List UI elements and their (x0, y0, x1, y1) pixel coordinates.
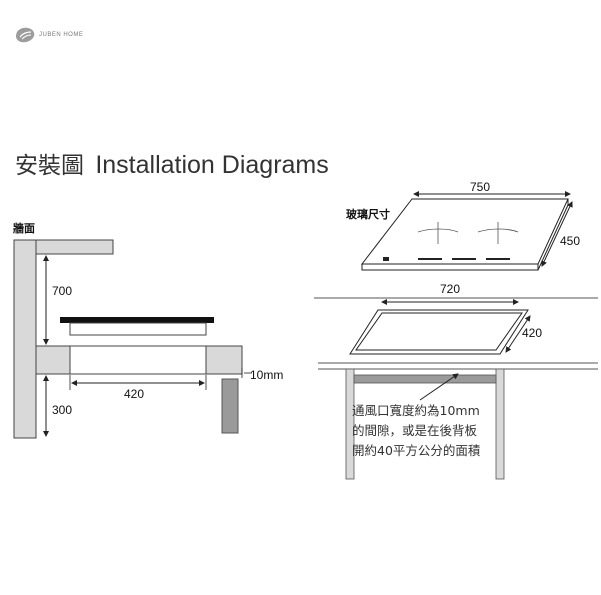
wall (13, 239, 37, 439)
cabinet-back-rail (353, 374, 497, 384)
back-panel (221, 378, 239, 434)
dim-300-label: 300 (52, 403, 73, 417)
cabinet-right-post (495, 368, 505, 480)
glass-panel-top (360, 198, 569, 265)
ventilation-note: 通風口寬度約為10mm 的間隙，或是在後背板 開約40平方公分的面積 (352, 401, 502, 461)
dim-420-top-line (505, 315, 531, 353)
page-title: 安裝圖 Installation Diagrams (15, 146, 329, 180)
cutout-outer (349, 309, 529, 355)
dim-420-side-label: 420 (124, 387, 145, 401)
dim-450-label: 450 (560, 234, 581, 248)
upper-cabinet (35, 239, 114, 255)
cutout-inner (355, 312, 523, 351)
cabinet-left-post (345, 368, 355, 480)
title-en: Installation Diagrams (95, 151, 329, 179)
countertop-right (205, 345, 243, 375)
title-zh: 安裝圖 (15, 153, 84, 179)
note-line-3: 開約40平方公分的面積 (352, 443, 481, 458)
vent-pointer (419, 373, 459, 401)
glass-size-label: 玻璃尺寸 (346, 208, 390, 221)
dim-720-label: 720 (440, 282, 461, 296)
hob-body (69, 322, 207, 336)
wall-label: 牆面 (13, 222, 35, 235)
dim-450-line (541, 201, 573, 267)
note-line-2: 的間隙，或是在後背板 (352, 423, 478, 438)
control-indicators (383, 257, 510, 261)
brand-name: JUBEN HOME (39, 32, 84, 38)
dim-420-top-label: 420 (522, 326, 543, 340)
hob-top (60, 317, 214, 323)
countertop-left (35, 345, 71, 375)
note-line-1: 通風口寬度約為10mm (352, 403, 480, 418)
dim-750-label: 750 (470, 180, 491, 194)
burner-marks (417, 222, 519, 244)
brand-logo: JUBEN HOME (14, 26, 83, 44)
dim-700-label: 700 (52, 284, 73, 298)
glass-panel-edge (361, 263, 539, 271)
leaf-bird-icon (16, 27, 35, 43)
dim-10mm-label: 10mm (250, 368, 284, 382)
